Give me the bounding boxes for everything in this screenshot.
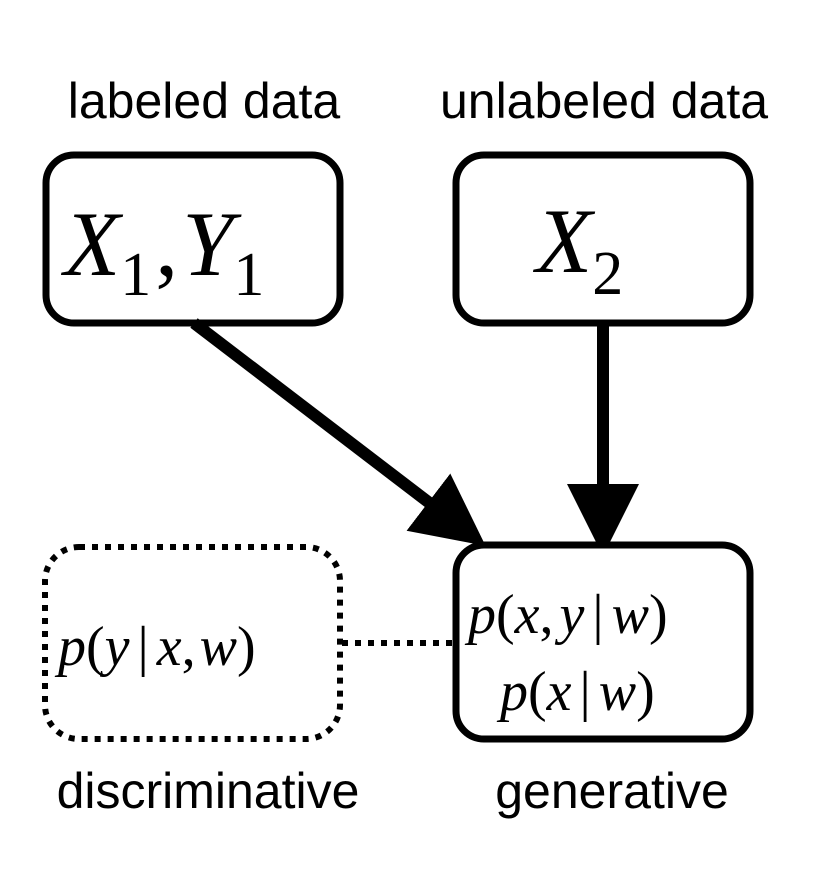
svg-text:p(x|w): p(x|w) xyxy=(496,661,655,723)
labeled-var-y: Y xyxy=(182,193,242,295)
gen2-bar: | xyxy=(580,661,591,723)
gen2-p: p xyxy=(496,661,528,723)
labeled-var-x: X xyxy=(60,193,124,295)
gen1-comma: , xyxy=(540,584,554,646)
gen1-bar: | xyxy=(592,584,603,646)
disc-comma: , xyxy=(182,616,196,678)
disc-x: x xyxy=(156,616,182,678)
labeled-sub-2: 1 xyxy=(233,241,264,309)
labeled-data-label: labeled data xyxy=(68,73,341,129)
disc-y: y xyxy=(100,616,130,678)
svg-text:p(x,y|w): p(x,y|w) xyxy=(464,584,668,646)
generative-node: p(x,y|w) p(x|w) xyxy=(452,541,754,743)
discriminative-label: discriminative xyxy=(57,763,360,819)
disc-w: w xyxy=(200,616,237,678)
unlabeled-sub-2: 2 xyxy=(592,240,623,308)
disc-open-paren: ( xyxy=(86,616,105,678)
gen1-open-paren: ( xyxy=(496,584,515,646)
gen2-open-paren: ( xyxy=(528,661,547,723)
disc-close-paren: ) xyxy=(237,616,256,678)
unlabeled-data-label: unlabeled data xyxy=(440,73,768,129)
svg-text:X1,Y1: X1,Y1 xyxy=(60,193,264,309)
arrow-labeled-to-generative xyxy=(190,318,486,546)
gen2-close-paren: ) xyxy=(636,661,655,723)
disc-bar: | xyxy=(138,616,149,678)
gen1-close-paren: ) xyxy=(649,584,668,646)
gen1-w: w xyxy=(612,584,649,646)
disc-p: p xyxy=(54,616,86,678)
unlabeled-data-node: X2 xyxy=(452,151,754,327)
svg-text:X2: X2 xyxy=(532,190,623,308)
gen2-w: w xyxy=(599,661,636,723)
labeled-sep: , xyxy=(155,193,178,295)
gen1-x: x xyxy=(514,584,540,646)
unlabeled-var-x: X xyxy=(532,190,596,292)
gen2-x: x xyxy=(546,661,572,723)
svg-text:p(y|x,w): p(y|x,w) xyxy=(54,616,256,678)
labeled-data-node: X1,Y1 xyxy=(42,151,344,327)
gen1-y: y xyxy=(555,584,585,646)
labeled-sub-1: 1 xyxy=(120,241,151,309)
generative-label: generative xyxy=(495,763,729,819)
discriminative-node: p(y|x,w) xyxy=(42,544,343,742)
gen1-p: p xyxy=(464,584,496,646)
